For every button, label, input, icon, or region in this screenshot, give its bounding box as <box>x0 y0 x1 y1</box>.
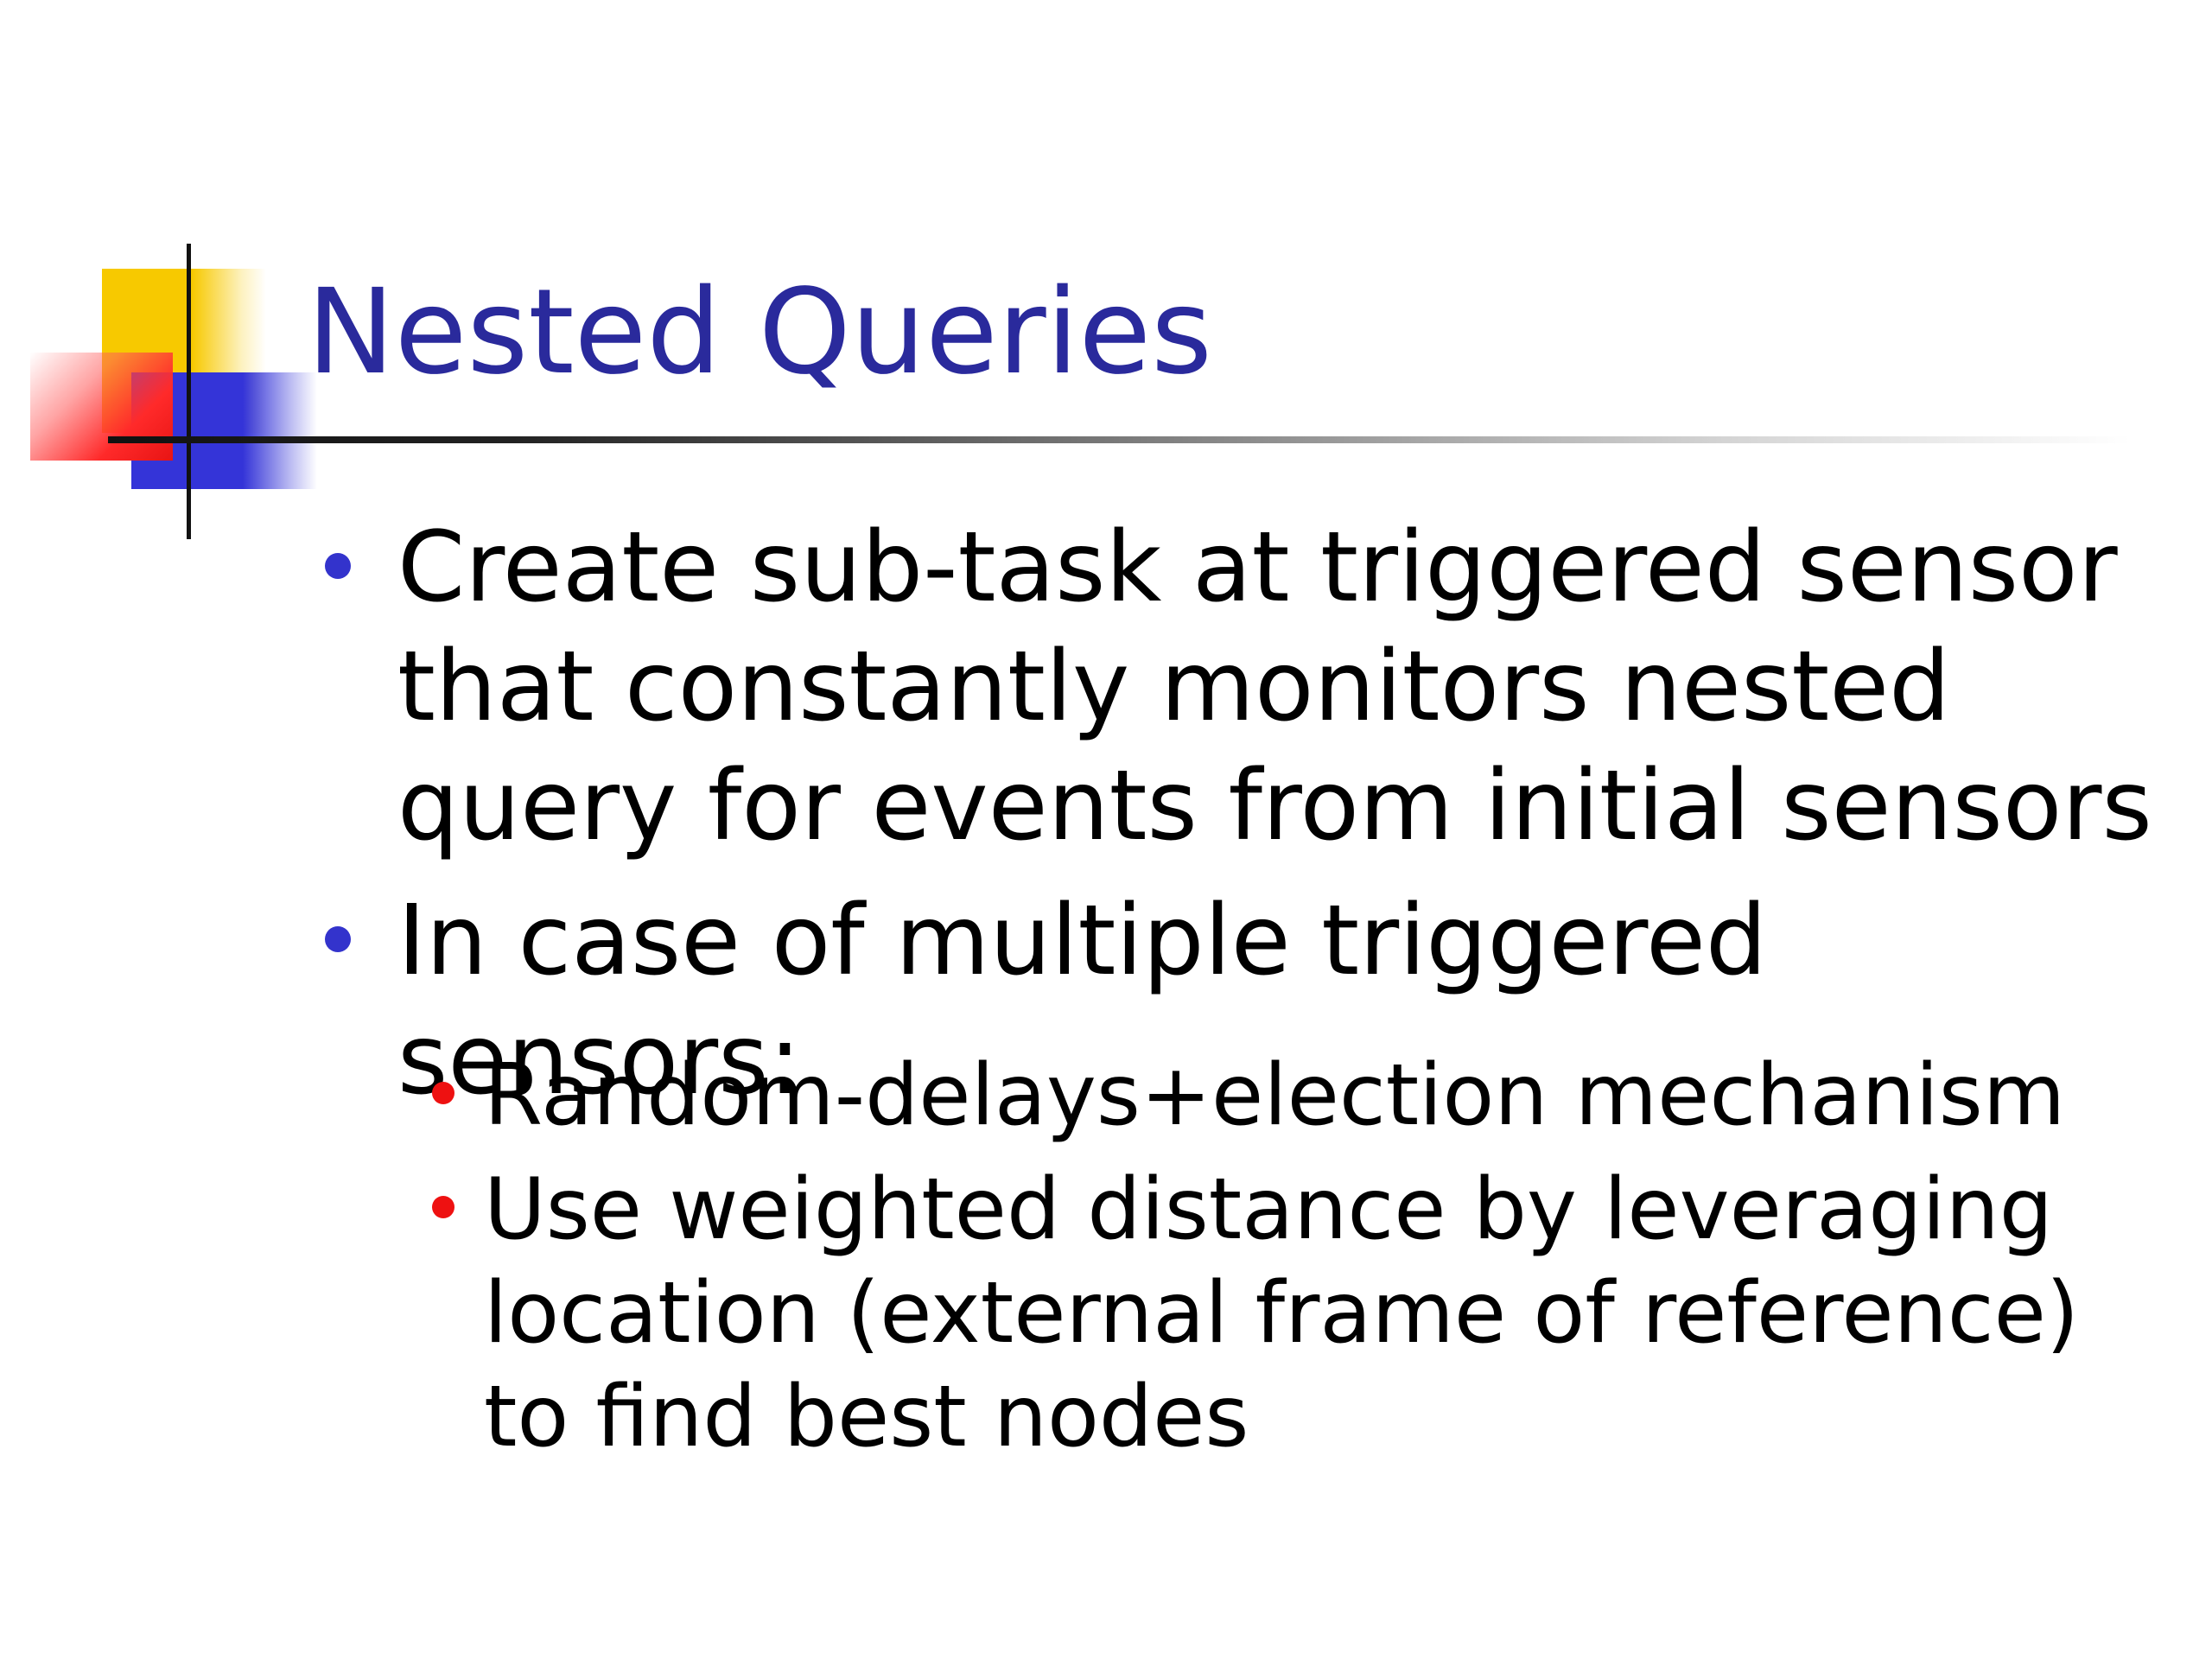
sub-bullet-item: Random-delays+election mechanism <box>320 1044 2177 1147</box>
bullet-item: Create sub-task at triggered sensor that… <box>320 508 2177 866</box>
vertical-rule <box>187 244 191 539</box>
bullet-list: Create sub-task at triggered sensor that… <box>320 508 2177 1135</box>
slide-title: Nested Queries <box>307 264 1212 401</box>
sub-bullet-list: Random-delays+election mechanism Use wei… <box>320 1033 2177 1469</box>
bullet-dot-icon <box>325 553 351 579</box>
sub-bullet-text: Random-delays+election mechanism <box>484 1046 2066 1145</box>
red-square-decoration <box>30 353 173 461</box>
sub-bullet-item: Use weighted distance by leveraging loca… <box>320 1158 2177 1469</box>
corner-logo-decoration <box>0 0 346 539</box>
sub-bullet-text: Use weighted distance by leveraging loca… <box>484 1160 2080 1466</box>
bullet-dot-icon <box>325 926 351 952</box>
bullet-item: In case of multiple triggered sensors: <box>320 881 2177 1120</box>
sub-bullet-dot-icon <box>432 1082 454 1104</box>
title-underline-rule <box>108 436 2130 443</box>
bullet-text: Create sub-task at triggered sensor that… <box>397 512 2152 862</box>
sub-bullet-dot-icon <box>432 1196 454 1218</box>
bullet-text: In case of multiple triggered sensors: <box>397 885 1767 1116</box>
